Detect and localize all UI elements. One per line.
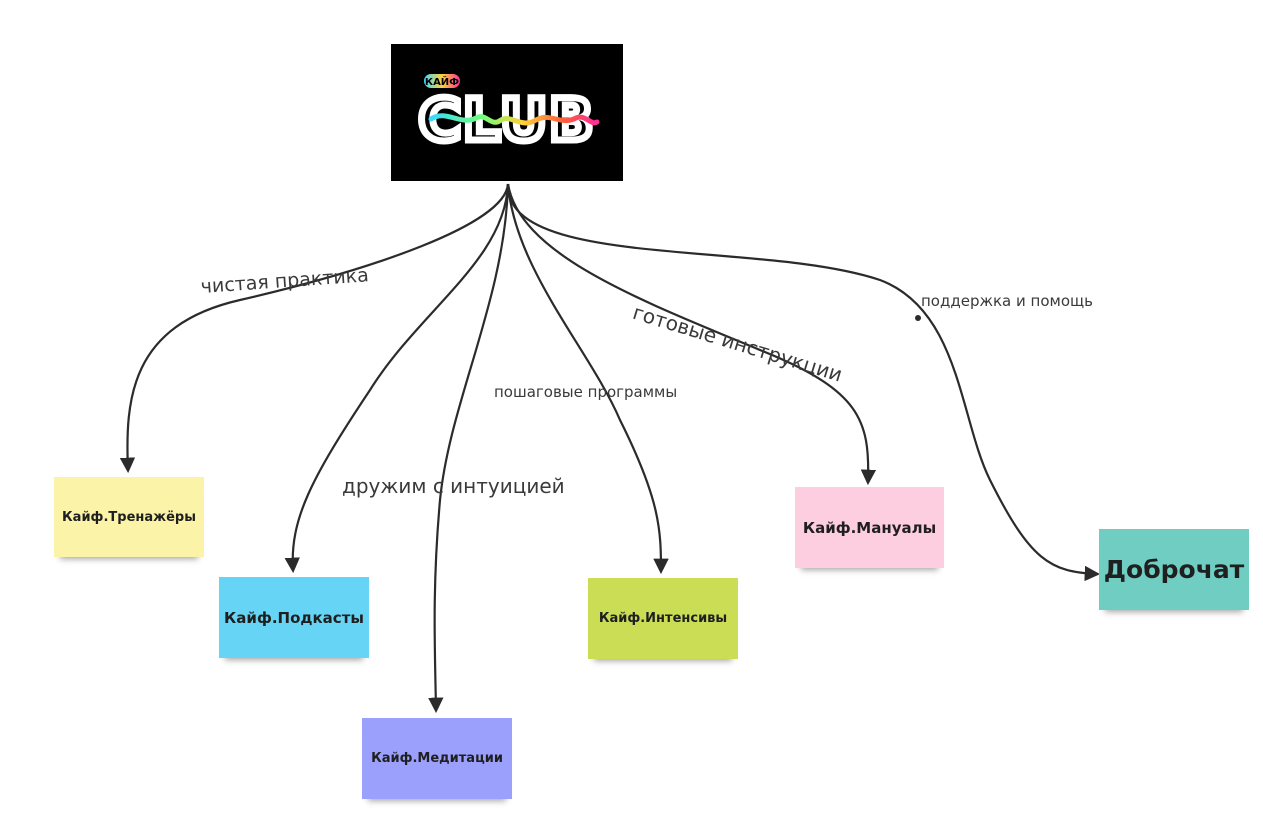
edge-label-druzhim: дружим с интуицией: [342, 474, 565, 498]
sticky-dobrochat[interactable]: Доброчат: [1099, 529, 1249, 610]
sticky-intensivy[interactable]: Кайф.Интенсивы: [588, 578, 738, 659]
edge-dobrochat: [506, 183, 1101, 582]
edge-manualy: [506, 183, 877, 486]
sticky-label: Кайф.Медитации: [371, 751, 503, 766]
logo-badge: КАЙФ: [425, 75, 459, 88]
edge-label-podderzhka: поддержка и помощь: [921, 292, 1093, 310]
edge-meditatsii: [428, 183, 510, 714]
sticky-label: Доброчат: [1103, 555, 1245, 584]
edge-label-anchor: [915, 315, 921, 321]
sticky-label: Кайф.Тренажёры: [62, 509, 196, 525]
sticky-manualy[interactable]: Кайф.Мануалы: [795, 487, 944, 568]
sticky-label: Кайф.Интенсивы: [598, 611, 728, 626]
sticky-label: Кайф.Мануалы: [802, 518, 937, 537]
edge-podkasty: [284, 183, 510, 574]
kaif-club-logo[interactable]: КАЙФ CLUB: [391, 44, 623, 181]
sticky-podkasty[interactable]: Кайф.Подкасты: [219, 577, 369, 658]
sticky-trenazhery[interactable]: Кайф.Тренажёры: [54, 477, 204, 557]
logo-graphic: КАЙФ CLUB: [415, 74, 600, 158]
sticky-label: Кайф.Подкасты: [224, 608, 364, 627]
sticky-meditatsii[interactable]: Кайф.Медитации: [362, 718, 512, 799]
edge-trenazhery: [119, 183, 510, 474]
edge-intensivy: [506, 183, 669, 575]
edge-label-poshagovye: пошаговые программы: [494, 383, 678, 401]
